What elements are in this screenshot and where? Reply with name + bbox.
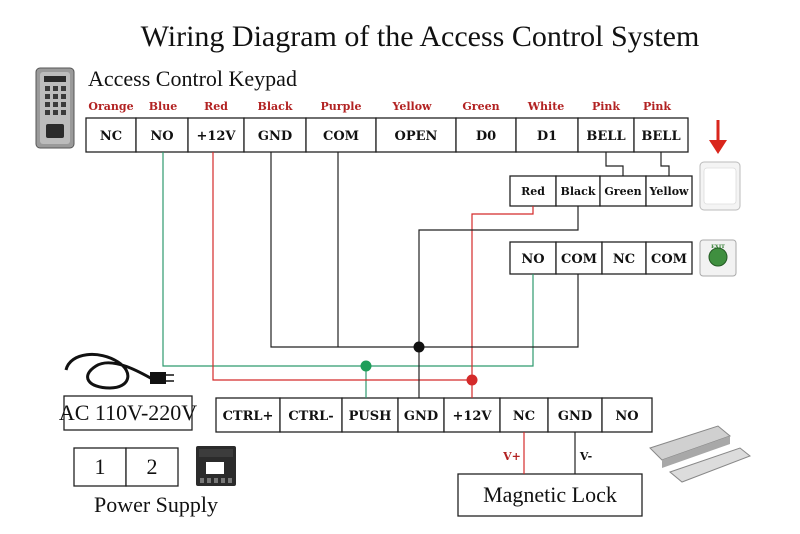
terminal-label: Black xyxy=(561,185,596,198)
wire-color-label: Yellow xyxy=(391,100,432,113)
wire-black xyxy=(419,274,579,348)
power-supply-label: Power Supply xyxy=(94,492,218,517)
wire-color-label: Black xyxy=(258,100,293,113)
terminal-cell xyxy=(515,117,579,153)
terminal-label: COM xyxy=(651,252,687,267)
wire-color-label: Pink xyxy=(592,100,620,113)
terminal-cell xyxy=(375,117,457,153)
terminal-cell xyxy=(601,241,647,275)
terminal-label: Red xyxy=(521,185,545,198)
terminal-cell xyxy=(85,117,137,153)
terminal-cell xyxy=(555,241,603,275)
wire-color-label: Green xyxy=(462,100,499,113)
terminal-label: CTRL- xyxy=(288,409,333,424)
terminal-label: PUSH xyxy=(349,409,392,424)
terminal-label: BELL xyxy=(641,129,680,144)
terminal-label: NC xyxy=(513,409,535,424)
terminal-cell xyxy=(601,397,653,433)
magnetic-lock-label: Magnetic Lock xyxy=(483,482,617,507)
wire-black xyxy=(660,152,670,176)
wire-color-label: Purple xyxy=(321,100,362,113)
terminal-cell xyxy=(215,397,281,433)
terminal-label: BELL xyxy=(586,129,625,144)
terminal-label: GND xyxy=(558,409,592,424)
ac-input-box: AC 110V-220V xyxy=(59,395,197,431)
exit-button-terminal-strip: NO COM NC COM xyxy=(509,241,693,275)
wire-color-label: White xyxy=(527,100,565,113)
wire-color-label: Blue xyxy=(149,100,177,113)
wire-black xyxy=(418,206,579,398)
terminal-label: COM xyxy=(323,129,359,144)
wire-red xyxy=(471,206,534,380)
terminal-label: Yellow xyxy=(648,185,689,198)
terminal-cell xyxy=(243,117,307,153)
terminal-cell xyxy=(397,397,445,433)
terminal-label: 2 xyxy=(147,454,158,479)
terminal-cell xyxy=(279,397,343,433)
terminal-cell xyxy=(443,397,501,433)
terminal-label: OPEN xyxy=(395,129,438,144)
wire-black xyxy=(605,152,624,176)
terminal-label: +12V xyxy=(196,129,236,144)
ac-input-terminals: 1 2 xyxy=(73,447,179,487)
terminal-cell xyxy=(547,397,603,433)
terminal-label: Green xyxy=(604,185,641,198)
terminal-label: D0 xyxy=(476,129,496,144)
keypad-label: Access Control Keypad xyxy=(88,66,297,91)
terminal-label: NO xyxy=(521,252,544,267)
wire-black xyxy=(270,152,419,348)
keypad-terminal-strip: NC NO +12V GND COM OPEN D0 D1 BELL BELL xyxy=(85,117,689,153)
power-cord-icon xyxy=(64,352,174,390)
wire-color-label: Orange xyxy=(88,100,133,113)
terminal-label: GND xyxy=(404,409,438,424)
keypad-wire-colors: Orange Blue Red Black Purple Yellow Gree… xyxy=(88,100,671,113)
junction-dot xyxy=(466,374,478,386)
magnetic-lock-device-icon xyxy=(649,425,751,483)
terminal-label: NC xyxy=(100,129,122,144)
terminal-cell xyxy=(455,117,517,153)
doorbell-terminal-strip: Red Black Green Yellow xyxy=(509,175,693,207)
terminal-cell xyxy=(555,175,601,207)
terminal-cell xyxy=(187,117,245,153)
terminal-cell xyxy=(633,117,689,153)
terminal-label: COM xyxy=(561,252,597,267)
ac-input-label: AC 110V-220V xyxy=(59,400,197,425)
wire-color-label: Pink xyxy=(643,100,671,113)
pin-label: V+ xyxy=(502,450,521,463)
exit-label: EXIT xyxy=(711,244,725,250)
wire-green xyxy=(366,274,534,367)
terminal-label: NO xyxy=(615,409,638,424)
junction-dot xyxy=(413,341,425,353)
diagram-title: Wiring Diagram of the Access Control Sys… xyxy=(141,20,700,53)
terminal-label: GND xyxy=(258,129,292,144)
terminal-label: 1 xyxy=(95,454,106,479)
junction-dot xyxy=(360,360,372,372)
terminal-cell xyxy=(341,397,399,433)
terminal-cell xyxy=(125,447,179,487)
wire-green xyxy=(162,152,367,398)
terminal-cell xyxy=(305,117,377,153)
terminal-label: CTRL+ xyxy=(223,409,274,424)
exit-button-device-icon: EXIT xyxy=(699,239,737,277)
terminal-cell xyxy=(73,447,127,487)
power-supply-module-icon xyxy=(196,446,236,486)
magnetic-lock-box: Magnetic Lock xyxy=(457,473,643,517)
keypad-device-icon xyxy=(35,67,75,149)
wires xyxy=(162,152,670,474)
red-arrow-icon xyxy=(709,120,727,154)
terminal-label: NC xyxy=(613,252,635,267)
pin-label: V- xyxy=(579,450,592,463)
terminal-cell xyxy=(645,241,693,275)
terminal-label: +12V xyxy=(452,409,492,424)
terminal-label: NO xyxy=(150,129,173,144)
terminal-label: D1 xyxy=(537,129,557,144)
doorbell-device-icon xyxy=(699,161,741,211)
power-supply-terminal-strip: CTRL+ CTRL- PUSH GND +12V NC GND NO xyxy=(215,397,653,433)
wire-red xyxy=(212,152,473,398)
wire-color-label: Red xyxy=(204,100,228,113)
